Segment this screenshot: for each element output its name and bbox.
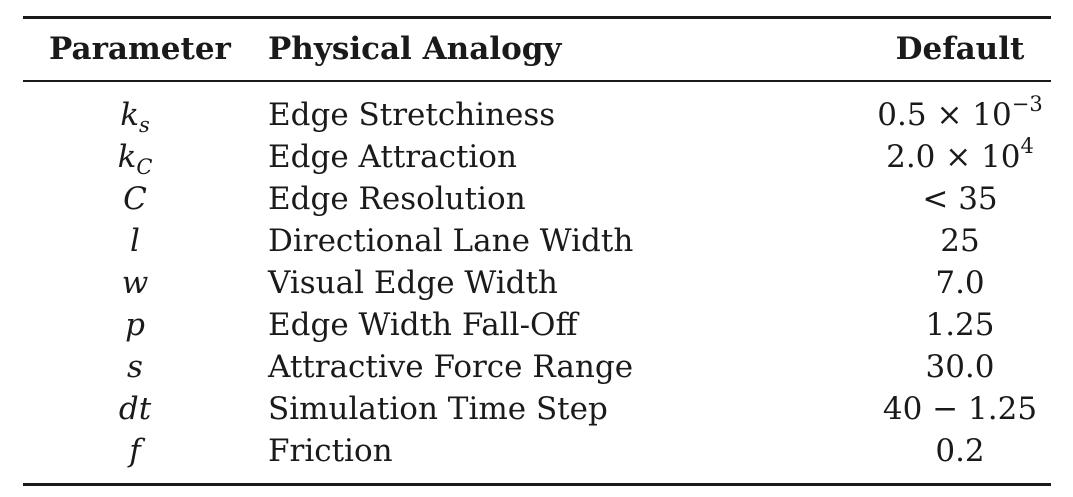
- table-header-rule: [23, 80, 1051, 82]
- table-row: f Friction 0.2: [0, 430, 1073, 472]
- physical-analogy: Directional Lane Width: [268, 223, 634, 259]
- parameter-symbol: C: [123, 181, 147, 217]
- table-bottom-rule: [23, 483, 1051, 486]
- parameter-symbol: ks: [120, 97, 150, 137]
- parameter-symbol: dt: [118, 391, 152, 427]
- physical-analogy: Edge Resolution: [268, 181, 526, 217]
- table-top-rule: [23, 16, 1051, 19]
- physical-analogy: Edge Width Fall-Off: [268, 307, 578, 343]
- physical-analogy: Attractive Force Range: [268, 349, 634, 385]
- physical-analogy: Edge Stretchiness: [268, 97, 556, 133]
- physical-analogy: Visual Edge Width: [268, 265, 558, 301]
- table-row: p Edge Width Fall-Off 1.25: [0, 304, 1073, 346]
- parameter-symbol: s: [127, 349, 143, 385]
- table-row: ks Edge Stretchiness 0.5 × 10−3: [0, 92, 1073, 138]
- default-value: 30.0: [925, 349, 995, 385]
- table-row: s Attractive Force Range 30.0: [0, 346, 1073, 388]
- default-value: 0.5 × 10−3: [877, 92, 1043, 134]
- table-row: C Edge Resolution < 35: [0, 178, 1073, 220]
- default-value: 1.25: [925, 307, 995, 343]
- table-body: ks Edge Stretchiness 0.5 × 10−3 kC Edge …: [0, 94, 1073, 472]
- parameter-symbol: p: [125, 307, 145, 343]
- table-row: kC Edge Attraction 2.0 × 104: [0, 134, 1073, 180]
- header-parameter: Parameter: [49, 31, 231, 67]
- physical-analogy: Edge Attraction: [268, 139, 517, 175]
- parameter-symbol: kC: [117, 139, 153, 179]
- parameter-symbol: w: [121, 265, 149, 301]
- physical-analogy: Friction: [268, 433, 393, 469]
- parameter-symbol: l: [130, 223, 140, 259]
- default-value: 0.2: [935, 433, 985, 469]
- default-value: < 35: [922, 181, 998, 217]
- table-row: w Visual Edge Width 7.0: [0, 262, 1073, 304]
- header-physical-analogy: Physical Analogy: [268, 31, 562, 67]
- table-row: dt Simulation Time Step 40 − 1.25: [0, 388, 1073, 430]
- header-default: Default: [895, 31, 1025, 67]
- default-value: 2.0 × 104: [886, 134, 1034, 176]
- default-value: 25: [940, 223, 980, 259]
- default-value: 40 − 1.25: [882, 391, 1038, 427]
- table-header-row: Parameter Physical Analogy Default: [0, 26, 1073, 72]
- parameter-symbol: f: [129, 433, 141, 469]
- table-row: l Directional Lane Width 25: [0, 220, 1073, 262]
- physical-analogy: Simulation Time Step: [268, 391, 608, 427]
- default-value: 7.0: [935, 265, 985, 301]
